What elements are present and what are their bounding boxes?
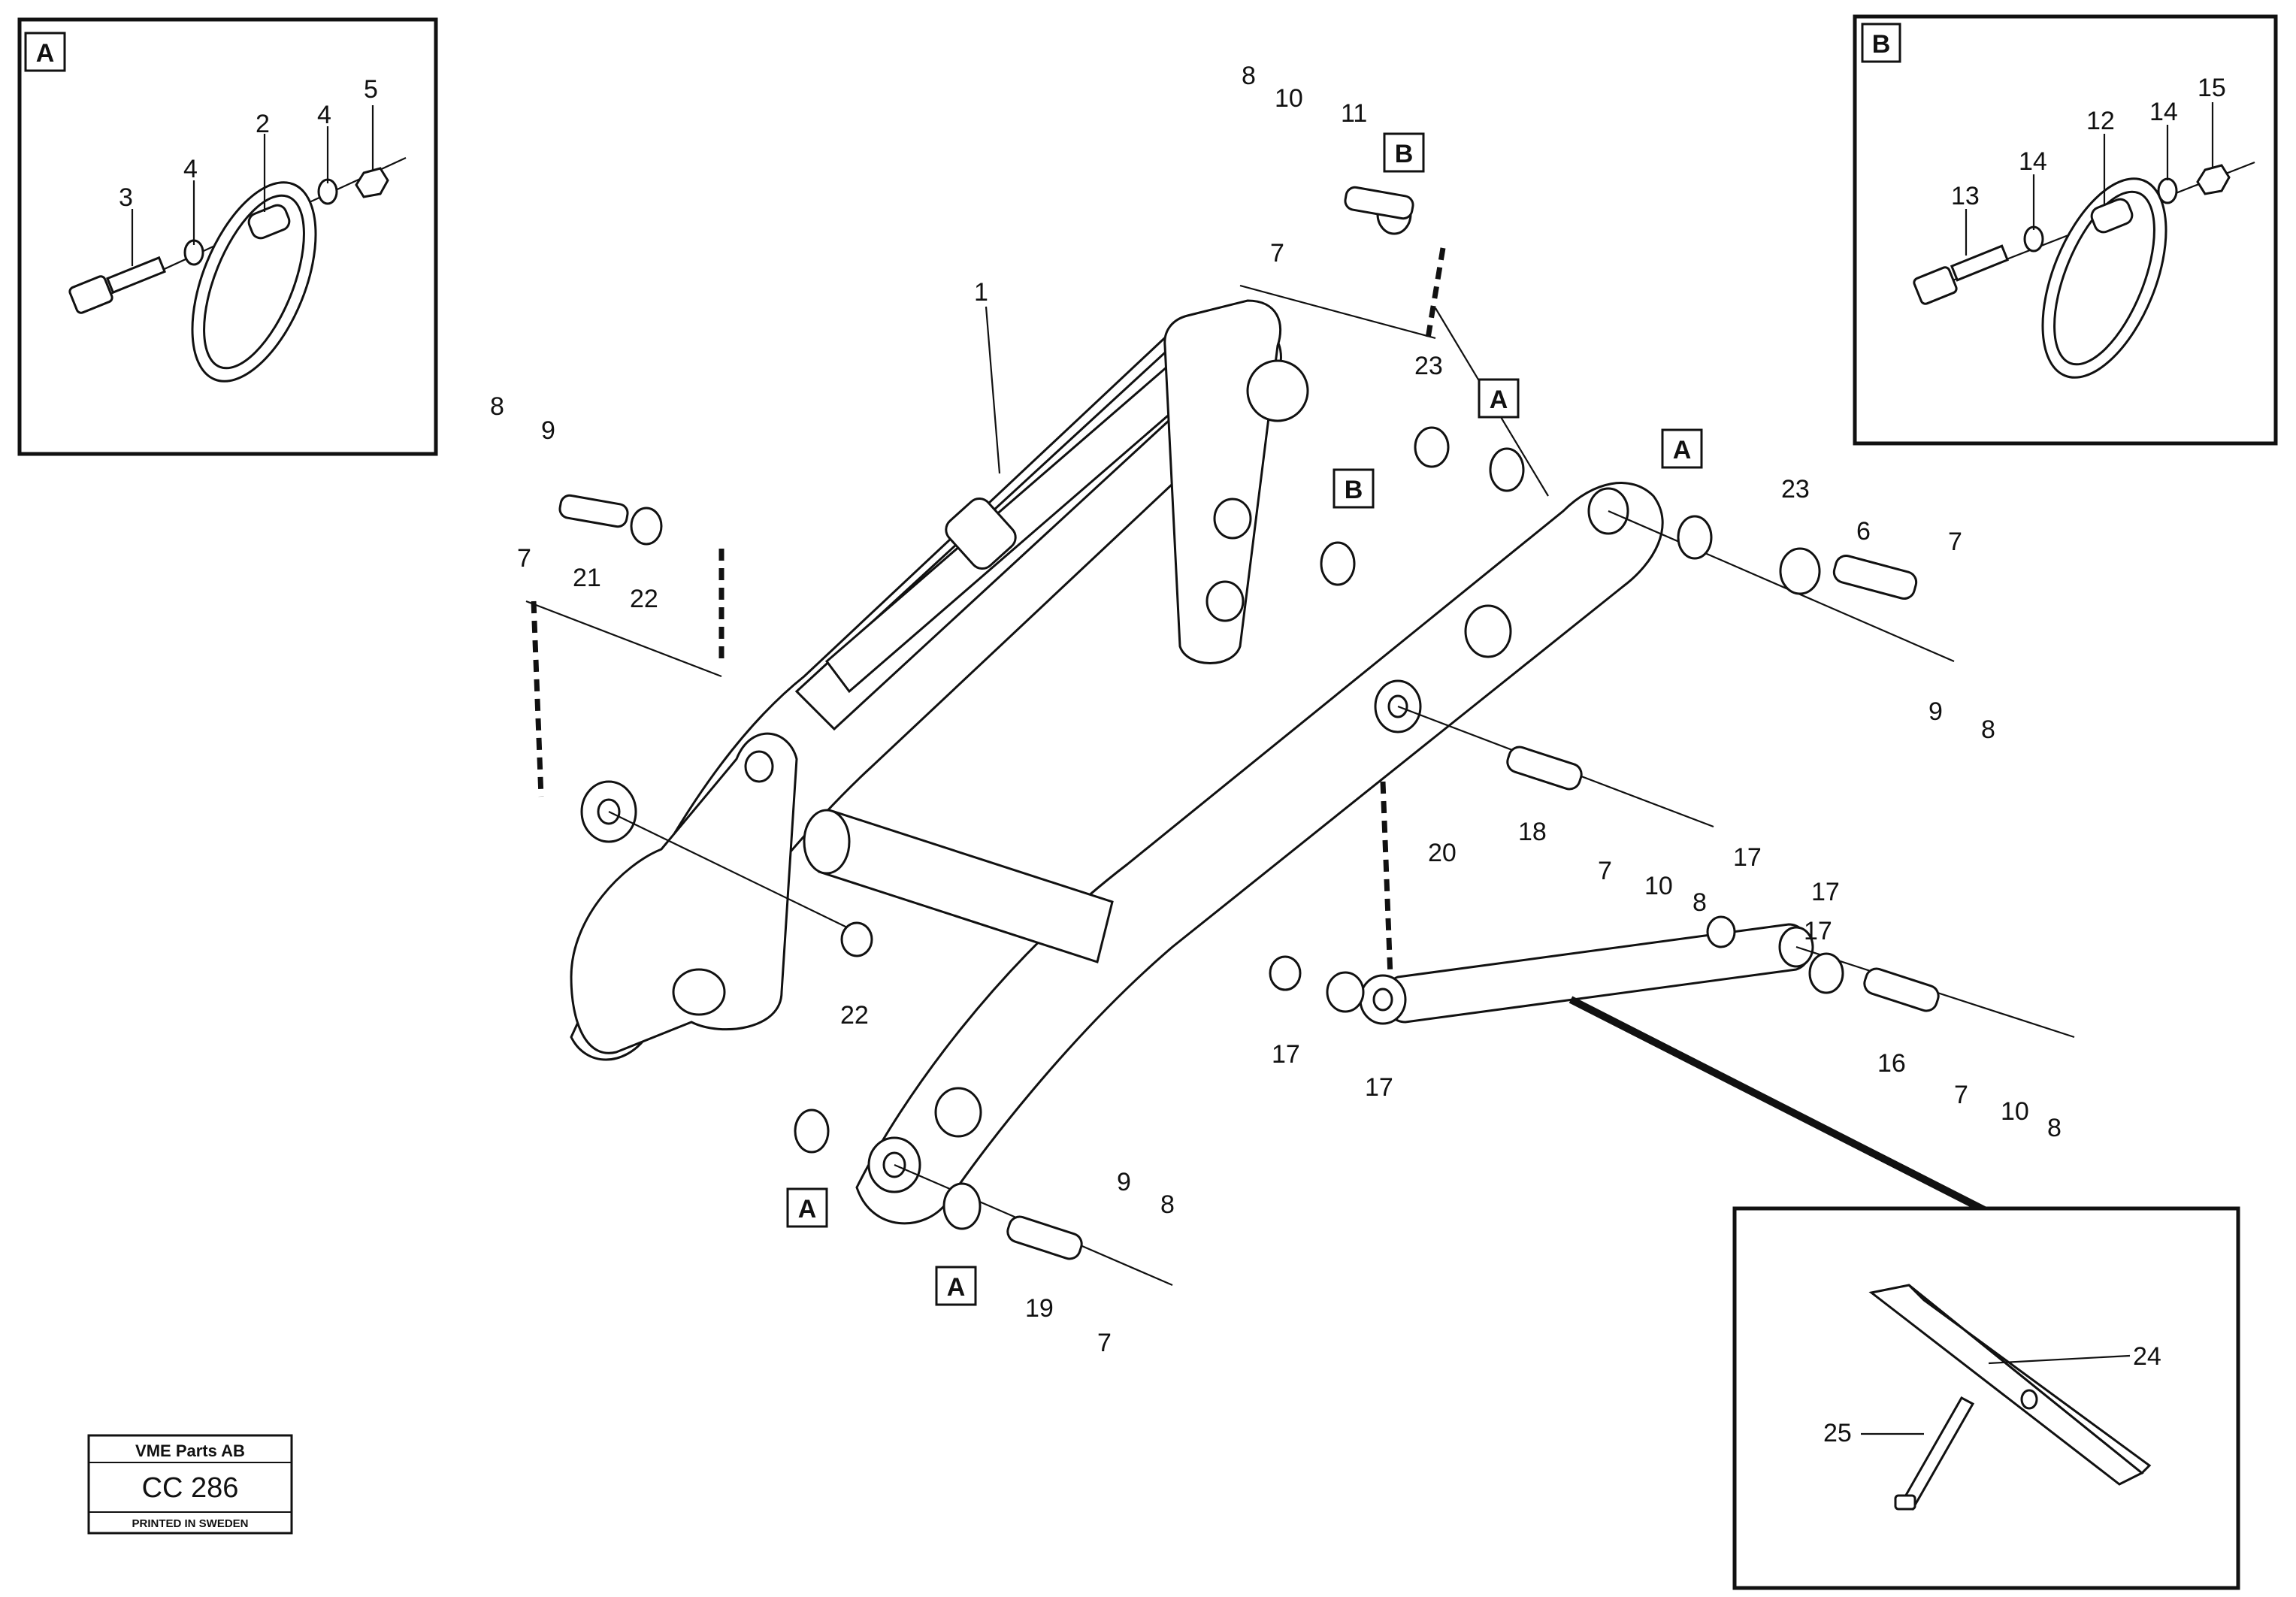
callout: 11 <box>1341 99 1367 128</box>
callout: 6 <box>1856 517 1871 546</box>
callout: 22 <box>840 1001 869 1030</box>
svg-text:B: B <box>1395 140 1414 168</box>
publisher-stamp: VME Parts AB CC 286 PRINTED IN SWEDEN <box>87 1434 293 1535</box>
callout: 14 <box>2019 147 2047 176</box>
callout: 22 <box>630 585 658 613</box>
callout: 8 <box>1160 1190 1175 1219</box>
callout: 19 <box>1025 1294 1054 1323</box>
inset-a: A 3 4 2 4 5 <box>17 17 438 456</box>
callout: 7 <box>517 544 531 573</box>
callout: 23 <box>1781 475 1810 504</box>
callout: 9 <box>541 416 555 445</box>
callout: 8 <box>1242 62 1256 90</box>
callout: 17 <box>1272 1040 1300 1069</box>
callout: 7 <box>1954 1081 1968 1109</box>
callout: 5 <box>364 75 378 104</box>
callout: 17 <box>1804 917 1832 945</box>
callout: 12 <box>2086 107 2115 135</box>
callout: 3 <box>119 183 133 212</box>
callout: 8 <box>1981 715 1995 744</box>
callout: 7 <box>1598 857 1612 885</box>
svg-text:A: A <box>1490 386 1508 414</box>
inset-b: B 13 14 12 14 15 <box>1853 14 2278 446</box>
callout: 18 <box>1518 818 1547 846</box>
callout: 4 <box>317 101 331 129</box>
stamp-code: CC 286 <box>142 1472 239 1504</box>
callout: 15 <box>2198 74 2226 102</box>
callout: 7 <box>1948 528 1962 556</box>
callout: 2 <box>256 110 270 138</box>
callout: 20 <box>1428 839 1457 867</box>
callout: 9 <box>1117 1168 1131 1196</box>
ref-tag: A <box>935 1266 977 1306</box>
callout: 10 <box>1644 872 1673 900</box>
ref-tag: B <box>1333 468 1375 509</box>
callout: 1 <box>974 278 988 307</box>
callout: 17 <box>1733 843 1762 872</box>
callout: 7 <box>1097 1329 1112 1357</box>
bolt <box>68 256 167 314</box>
stamp-printed: PRINTED IN SWEDEN <box>132 1517 248 1530</box>
svg-text:A: A <box>1673 436 1692 464</box>
callouts: 1 6 7 7 7 7 7 7 8 8 8 8 8 8 9 9 9 10 10 … <box>490 62 2062 1357</box>
hardware <box>558 186 1940 1260</box>
callout: 10 <box>1275 84 1303 113</box>
callout: 17 <box>1365 1073 1393 1102</box>
callout: 4 <box>183 155 198 183</box>
stamp-company: VME Parts AB <box>135 1441 245 1460</box>
callout: 7 <box>1270 239 1284 268</box>
ref-tag: A <box>1478 378 1520 419</box>
nut <box>355 167 389 198</box>
callout: 16 <box>1877 1049 1906 1078</box>
callout: 8 <box>490 392 504 421</box>
lift-frame-assembly <box>570 299 1814 1225</box>
callout: 24 <box>2133 1342 2161 1371</box>
svg-text:A: A <box>798 1195 817 1223</box>
callout: 8 <box>2047 1114 2062 1142</box>
ref-tag: A <box>1661 428 1703 469</box>
callout: 8 <box>1693 888 1707 917</box>
callout: 10 <box>2001 1097 2029 1126</box>
callout: 13 <box>1951 182 1980 210</box>
inset-detail: 24 25 <box>1732 1206 2240 1590</box>
callout: 23 <box>1414 352 1443 380</box>
inset-b-label: B <box>1872 30 1891 59</box>
ref-tag: A <box>786 1187 828 1228</box>
svg-text:B: B <box>1345 476 1363 504</box>
ref-tag: B <box>1383 132 1425 173</box>
callout: 17 <box>1811 878 1840 906</box>
callout: 9 <box>1928 697 1943 726</box>
svg-text:A: A <box>947 1273 966 1302</box>
callout: 21 <box>573 564 601 592</box>
inset-a-label: A <box>36 39 55 68</box>
callout: 25 <box>1823 1419 1852 1447</box>
callout: 14 <box>2149 98 2178 126</box>
